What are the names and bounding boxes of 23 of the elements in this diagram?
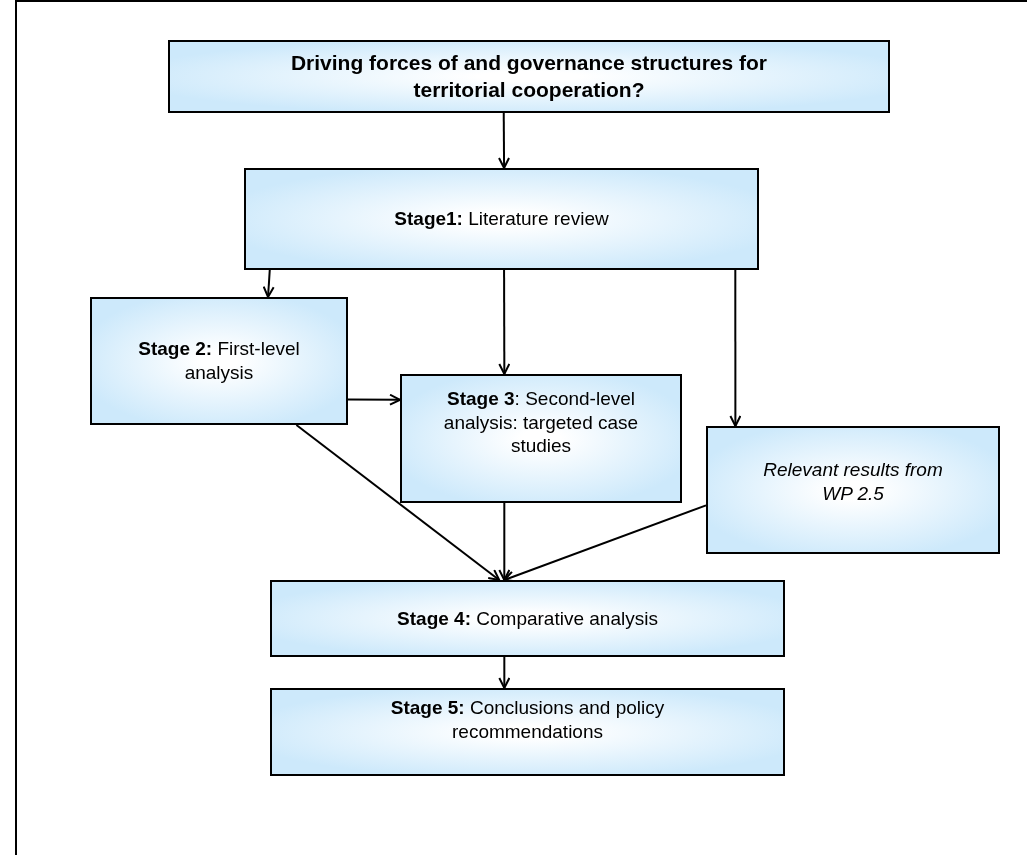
arrow <box>503 504 707 583</box>
box-text: Stage 2: First-level analysis <box>137 337 301 385</box>
arrow <box>498 269 511 375</box>
box-text: Relevant results from WP 2.5 <box>762 458 944 506</box>
arrow <box>262 269 275 298</box>
arrow <box>498 656 511 689</box>
arrow <box>347 393 401 406</box>
box-text: Driving forces of and governance structures for territorial cooperation? <box>289 50 769 103</box>
process-box <box>168 40 890 113</box>
arrow <box>729 269 742 427</box>
box-text: Stage 3: Second-level analysis: targeted case studies <box>442 386 640 459</box>
process-box <box>270 580 785 657</box>
box-text: Stage1: Literature review <box>394 207 609 231</box>
process-box <box>706 426 1000 554</box>
box-text: Stage 4: Comparative analysis <box>397 606 658 631</box>
box-text: Stage 5: Conclusions and policy recommendations <box>389 696 666 744</box>
process-box <box>90 297 348 425</box>
process-box <box>400 374 682 503</box>
process-box <box>270 688 785 776</box>
arrow <box>498 502 511 581</box>
process-box <box>244 168 759 270</box>
arrow <box>498 112 510 169</box>
arrow <box>295 424 501 581</box>
